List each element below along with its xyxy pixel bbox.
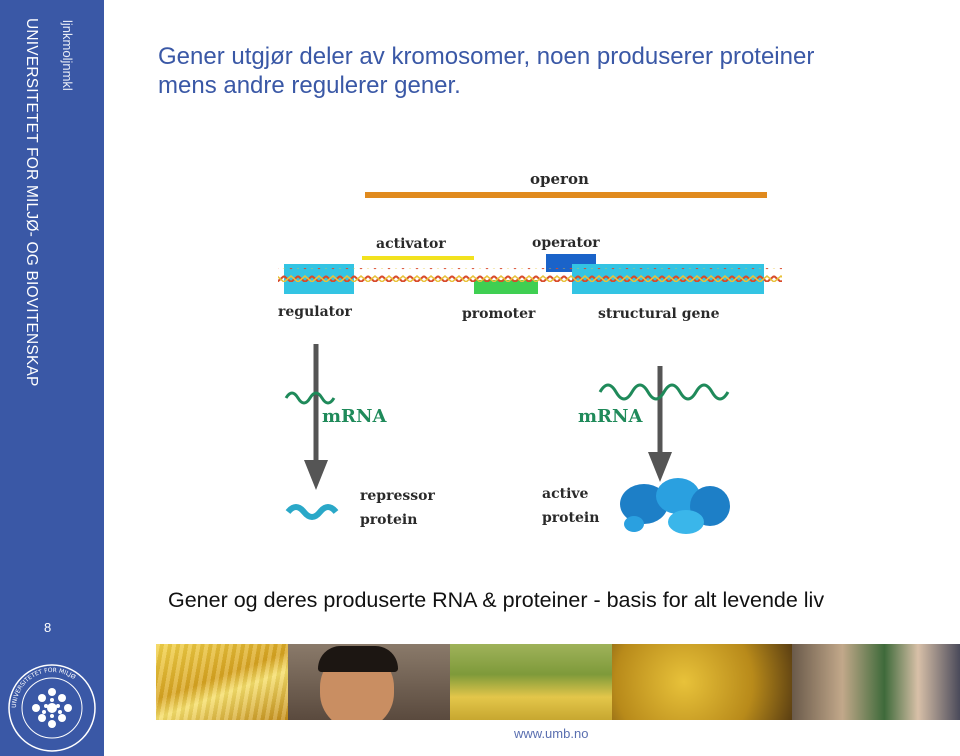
structural-gene-label: structural gene bbox=[598, 306, 720, 322]
child-eating-photo bbox=[288, 644, 450, 720]
active-line-2: protein bbox=[542, 510, 599, 526]
heading-line-1: Gener utgjør deler av kromosomer, noen p… bbox=[158, 43, 815, 70]
right-arrow-head bbox=[648, 452, 672, 482]
repressor-protein-shape bbox=[285, 504, 339, 520]
right-mrna-strand bbox=[598, 383, 730, 401]
operator-label: operator bbox=[532, 235, 600, 251]
university-logo: UNIVERSITETET FOR MILJØ bbox=[8, 664, 96, 752]
repressor-line-2: protein bbox=[360, 512, 417, 528]
promoter-region bbox=[474, 280, 538, 294]
slide-caption: Gener og deres produserte RNA & proteine… bbox=[168, 588, 825, 612]
page-number: 8 bbox=[44, 620, 52, 635]
footer-url[interactable]: www.umb.no bbox=[514, 726, 589, 741]
regulator-label: regulator bbox=[278, 304, 352, 320]
corn-photo bbox=[156, 644, 288, 720]
operon-label: operon bbox=[530, 170, 589, 188]
left-arrow-head bbox=[304, 460, 328, 490]
left-mrna-strand bbox=[284, 391, 336, 405]
activator-label: activator bbox=[376, 236, 446, 252]
institution-name: UNIVERSITETET FOR MILJØ- OG BIOVITENSKAP bbox=[23, 18, 40, 387]
photo-strip bbox=[156, 644, 960, 720]
people-crowd-photo bbox=[792, 644, 960, 720]
dna-strand bbox=[278, 268, 782, 282]
slide-heading: Gener utgjør deler av kromosomer, noen p… bbox=[158, 42, 948, 100]
promoter-label: promoter bbox=[462, 306, 536, 322]
logo-lettering: UNIVERSITETET FOR MILJØ bbox=[11, 667, 77, 708]
operon-diagram: operon activator operator regulator prom… bbox=[278, 170, 782, 534]
active-line-1: active bbox=[542, 486, 589, 502]
right-mrna-label: mRNA bbox=[578, 406, 643, 427]
repressor-line-1: repressor bbox=[360, 488, 435, 504]
left-mrna-label: mRNA bbox=[322, 406, 387, 427]
sidebar: UNIVERSITETET FOR MILJØ- OG BIOVITENSKAP… bbox=[0, 0, 104, 756]
heading-line-2: mens andre regulerer gener. bbox=[158, 72, 461, 99]
activator-bar bbox=[362, 256, 474, 260]
bananas-photo bbox=[612, 644, 792, 720]
slide-code: ljnkmoljnmkl bbox=[60, 20, 75, 91]
operon-bar bbox=[365, 192, 767, 198]
rice-field-photo bbox=[450, 644, 612, 720]
active-protein-shape bbox=[620, 478, 730, 534]
